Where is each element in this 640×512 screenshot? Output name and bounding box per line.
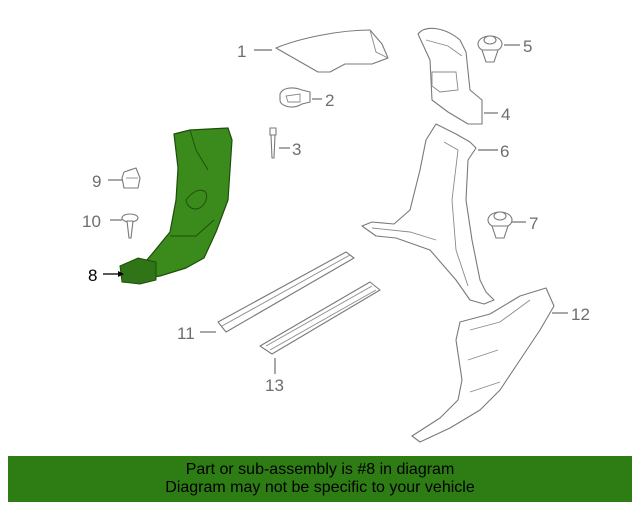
callout-8: 8	[88, 266, 97, 285]
callout-4: 4	[501, 105, 510, 124]
parts-diagram: 1 2 3 4 5 6 7 8 9 10 11 12 13	[82, 27, 590, 443]
arrow-8-icon	[118, 271, 124, 277]
callout-6: 6	[500, 142, 509, 161]
part-2[interactable]	[279, 87, 311, 108]
callout-1: 1	[237, 42, 246, 61]
callout-12: 12	[571, 305, 590, 324]
callout-5: 5	[523, 37, 532, 56]
part-1[interactable]	[275, 29, 389, 73]
info-banner: Part or sub-assembly is #8 in diagram Di…	[8, 456, 632, 502]
part-12[interactable]	[411, 287, 555, 443]
banner-line-1: Part or sub-assembly is #8 in diagram	[185, 461, 455, 478]
part-10[interactable]	[121, 213, 139, 239]
part-4[interactable]	[417, 27, 483, 125]
callout-7: 7	[529, 214, 538, 233]
callout-11: 11	[177, 324, 195, 343]
callout-13: 13	[265, 376, 284, 395]
part-3[interactable]	[269, 127, 277, 159]
part-8-highlighted[interactable]	[119, 127, 233, 285]
part-9[interactable]	[121, 167, 141, 189]
part-13[interactable]	[259, 281, 381, 355]
part-7[interactable]	[487, 211, 513, 239]
banner-line-2: Diagram may not be specific to your vehi…	[165, 479, 475, 496]
part-11[interactable]	[217, 251, 355, 333]
callout-2: 2	[325, 91, 334, 110]
part-6[interactable]	[361, 123, 495, 305]
part-5[interactable]	[477, 35, 503, 63]
callout-10: 10	[82, 212, 101, 231]
callout-3: 3	[292, 140, 301, 159]
callout-9: 9	[92, 172, 101, 191]
